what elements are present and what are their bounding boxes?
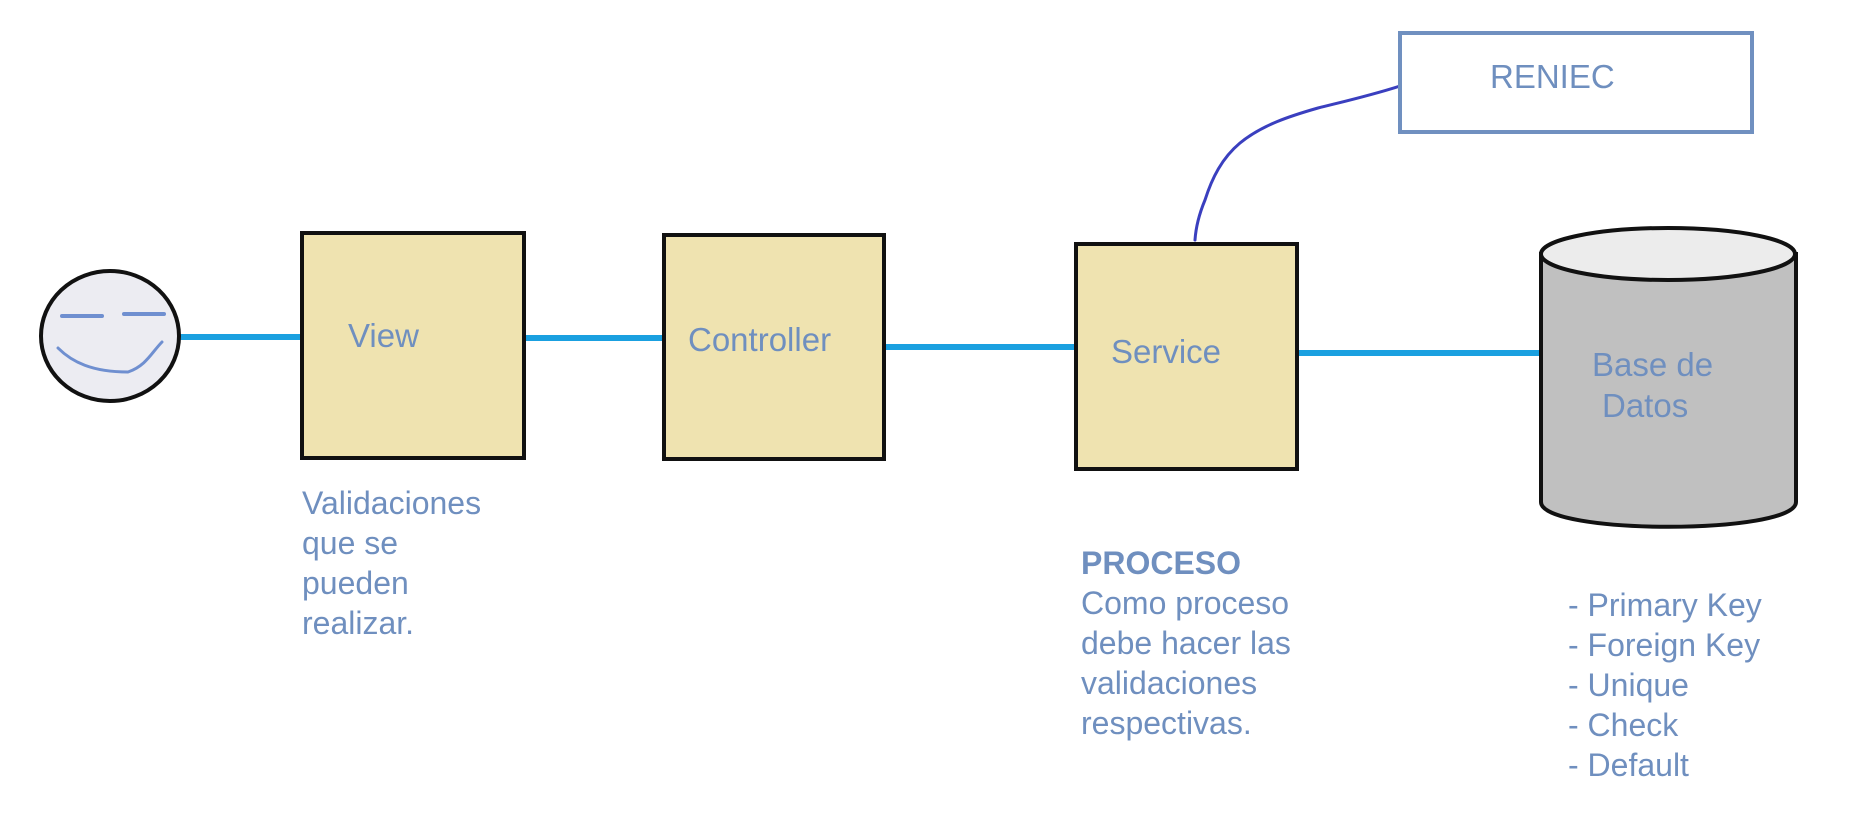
service-note-heading: PROCESO — [1081, 545, 1242, 581]
database-note: - Primary Key - Foreign Key - Unique - C… — [1568, 585, 1762, 785]
service-note-line: validaciones — [1081, 665, 1258, 701]
service-label: Service — [1111, 333, 1222, 370]
database-note-line: - Default — [1568, 747, 1689, 783]
view-note-line: Validaciones — [302, 485, 482, 521]
service-note-line: respectivas. — [1081, 705, 1252, 741]
reniec-label: RENIEC — [1490, 58, 1615, 95]
database-cylinder-icon — [1539, 226, 1798, 529]
database-note-line: - Unique — [1568, 667, 1689, 703]
service-note-line: Como proceso — [1081, 585, 1290, 621]
smiley-face-icon — [39, 269, 181, 403]
controller-box — [662, 233, 886, 461]
view-note-line: que se — [302, 525, 399, 561]
service-note: PROCESO Como proceso debe hacer las vali… — [1081, 543, 1291, 743]
database-note-line: - Primary Key — [1568, 587, 1762, 623]
view-note-line: realizar. — [302, 605, 415, 641]
view-box — [300, 231, 526, 460]
controller-label: Controller — [688, 321, 832, 358]
connector-service-reniec — [1193, 84, 1402, 242]
view-label: View — [348, 317, 419, 354]
reniec-box — [1398, 31, 1754, 134]
service-box — [1074, 242, 1299, 471]
service-note-line: debe hacer las — [1081, 625, 1291, 661]
view-note: Validaciones que se pueden realizar. — [302, 483, 481, 643]
database-note-line: - Check — [1568, 707, 1679, 743]
database-label-line1: Base de — [1592, 346, 1714, 383]
view-note-line: pueden — [302, 565, 409, 601]
database-note-line: - Foreign Key — [1568, 627, 1761, 663]
database-label-line2: Datos — [1602, 387, 1689, 424]
